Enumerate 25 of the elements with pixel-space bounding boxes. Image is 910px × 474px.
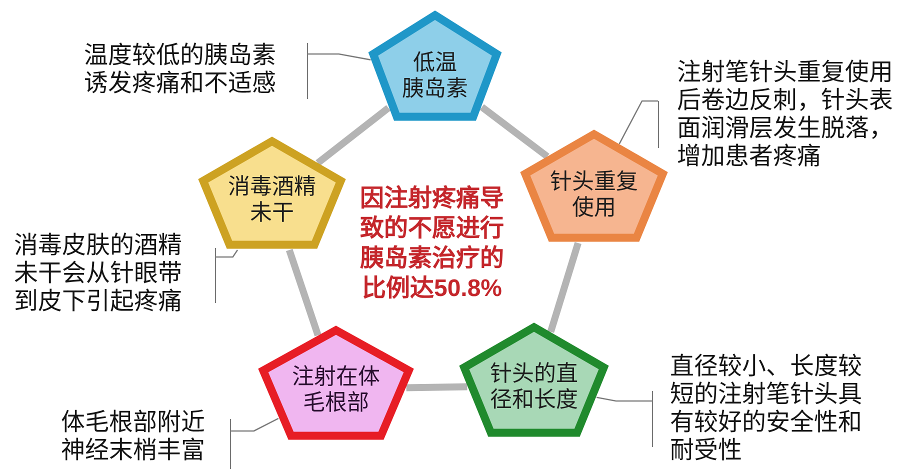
connector-line [286,248,322,336]
description-text: 注射笔针头重复使用后卷边反刺，针头表面润滑层发生脱落，增加患者疼痛 [658,59,898,171]
connector-line [547,242,582,333]
leader-line [618,100,658,144]
pentagon-label: 注射在体毛根部 [291,364,381,416]
pentagon [520,129,668,243]
pentagon-label: 低温胰岛素 [401,50,469,102]
leader-line [308,53,371,60]
pentagon [368,10,502,122]
pentagon-label: 针头重复使用 [549,169,639,221]
note-text: 因注射疼痛导致的不愿进行胰岛素治疗的比例达50.8% [359,184,505,304]
leader-line [216,250,238,258]
description-text: 消毒皮肤的酒精未干会从针眼带到皮下引起疼痛 [14,232,216,316]
pentagon [459,322,609,438]
connector-line [316,105,391,166]
connector-line [406,383,468,392]
pentagon-label: 消毒酒精未干 [227,174,317,226]
connector-line [480,104,550,160]
leader-line [230,418,279,432]
description-text: 直径较小、长度较短的注射笔针头具有较好的安全性和耐受性 [652,353,867,465]
pentagon-label: 针头的直径和长度 [489,361,579,413]
leader-line [596,396,652,402]
description-text: 温度较低的胰岛素诱发疼痛和不适感 [84,42,308,98]
pentagon [258,325,414,441]
pentagon [198,136,346,250]
